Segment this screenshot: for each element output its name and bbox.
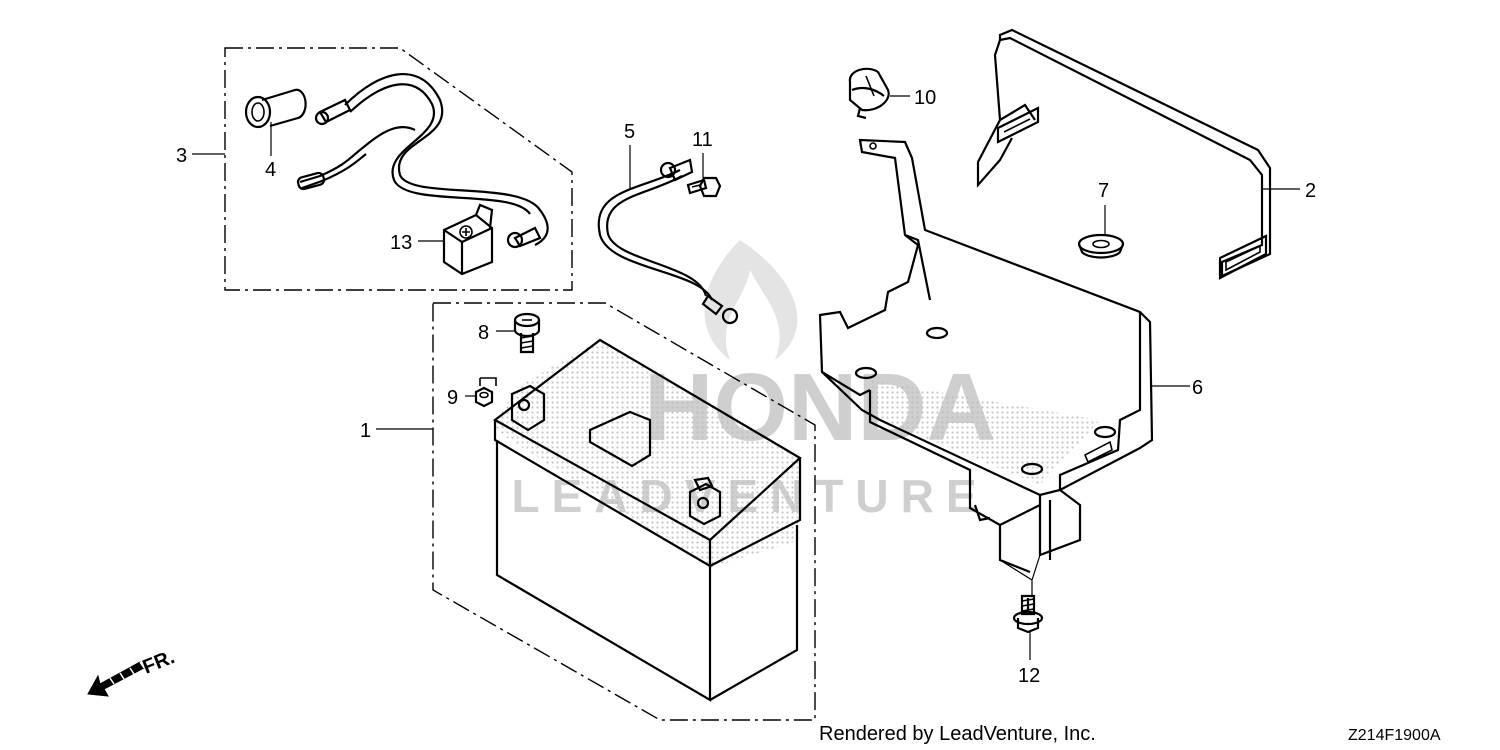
bolt-12-part (1012, 594, 1044, 634)
callout-1: 1 (360, 420, 371, 442)
clip-10-part (848, 67, 890, 120)
callout-7: 7 (1098, 180, 1109, 202)
callout-9: 9 (447, 387, 458, 409)
footer-credit: Rendered by LeadVenture, Inc. (819, 723, 1096, 745)
callout-11: 11 (692, 129, 713, 151)
bolt-8-part (513, 312, 541, 354)
terminal-cover-part (442, 203, 494, 276)
callout-6: 6 (1192, 377, 1203, 399)
battery-part (492, 338, 802, 702)
callout-3: 3 (176, 145, 187, 167)
ground-cable-part (597, 158, 739, 325)
callout-12: 12 (1018, 665, 1040, 687)
front-direction-arrow: FR. (87, 646, 178, 697)
nut-9-part (474, 377, 497, 408)
strap-2-part (976, 28, 1272, 280)
bolt-11-part (686, 176, 722, 198)
callout-2: 2 (1305, 180, 1316, 202)
battery-tray-part (818, 138, 1154, 574)
callout-10: 10 (914, 87, 936, 109)
leader-lines (192, 95, 1300, 660)
callout-5: 5 (624, 121, 635, 143)
callout-13: 13 (390, 232, 412, 254)
callout-8: 8 (478, 322, 489, 344)
group-1-boundary (432, 302, 816, 721)
callout-4: 4 (265, 159, 276, 181)
grommet-7-part (1077, 233, 1125, 259)
direction-label: FR. (140, 646, 178, 678)
cable-assembly (296, 73, 549, 249)
diagram-code: Z214F1900A (1348, 727, 1441, 744)
terminal-cap-part (244, 88, 307, 129)
group-3-boundary (224, 47, 573, 291)
